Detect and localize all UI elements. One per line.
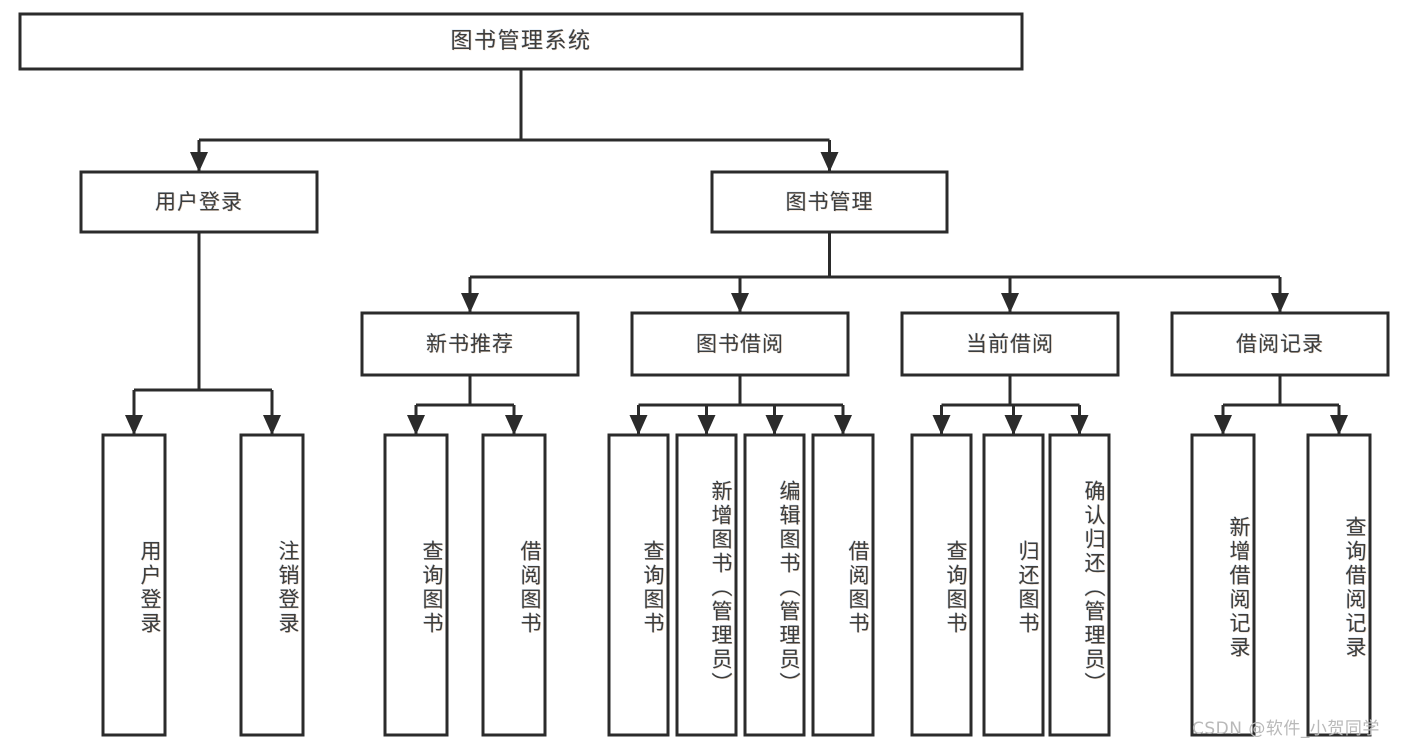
node-login[interactable] [81, 172, 317, 232]
arrow-head-leaf-bor-borrow [834, 415, 852, 435]
edges-layer [125, 69, 1348, 435]
node-records[interactable] [1172, 313, 1388, 375]
node-box-records[interactable] [1170, 311, 1390, 377]
arrow-head-login [190, 152, 208, 172]
arrow-head-leaf-cur-query [932, 415, 951, 435]
node-box-leaf-new-borrow[interactable] [481, 433, 547, 737]
node-leaf-user-logout[interactable] [241, 435, 303, 735]
node-box-leaf-bor-query[interactable] [607, 433, 670, 737]
node-leaf-bor-edit[interactable] [745, 435, 804, 735]
arrow-head-leaf-user-logout [263, 415, 281, 435]
node-leaf-rec-query[interactable] [1308, 435, 1370, 735]
node-leaf-new-borrow[interactable] [483, 435, 545, 735]
arrow-head-leaf-new-borrow [505, 415, 523, 435]
node-box-leaf-user-login[interactable] [101, 433, 167, 737]
arrow-head-borrow [731, 293, 749, 313]
node-leaf-cur-confirm[interactable] [1050, 435, 1109, 735]
node-leaf-bor-add[interactable] [677, 435, 736, 735]
node-bookmgmt[interactable] [712, 172, 947, 232]
arrow-head-current [1001, 293, 1019, 313]
node-leaf-cur-return[interactable] [984, 435, 1043, 735]
arrow-head-leaf-user-login [125, 415, 143, 435]
node-leaf-user-login[interactable] [103, 435, 165, 735]
arrow-head-newbook [461, 293, 479, 313]
node-box-login[interactable] [79, 170, 319, 234]
node-box-leaf-user-logout[interactable] [239, 433, 305, 737]
node-box-leaf-cur-return[interactable] [982, 433, 1045, 737]
node-current[interactable] [902, 313, 1118, 375]
arrow-head-leaf-rec-query [1330, 415, 1348, 435]
node-box-leaf-cur-query[interactable] [910, 433, 973, 737]
node-box-bookmgmt[interactable] [710, 170, 949, 234]
node-newbook[interactable] [362, 313, 578, 375]
node-borrow[interactable] [632, 313, 848, 375]
node-box-leaf-cur-confirm[interactable] [1048, 433, 1111, 737]
node-box-borrow[interactable] [630, 311, 850, 377]
node-leaf-new-query[interactable] [385, 435, 447, 735]
node-box-leaf-rec-query[interactable] [1306, 433, 1372, 737]
node-box-leaf-rec-add[interactable] [1190, 433, 1256, 737]
node-leaf-bor-borrow[interactable] [813, 435, 873, 735]
arrow-head-leaf-cur-return [1004, 415, 1023, 435]
node-box-leaf-bor-edit[interactable] [743, 433, 806, 737]
arrow-head-records [1271, 293, 1289, 313]
node-box-newbook[interactable] [360, 311, 580, 377]
arrow-head-leaf-new-query [407, 415, 425, 435]
arrow-head-leaf-bor-edit [765, 415, 784, 435]
node-box-leaf-bor-add[interactable] [675, 433, 738, 737]
node-root[interactable] [20, 14, 1022, 69]
arrow-head-leaf-bor-add [697, 415, 716, 435]
node-box-root[interactable] [18, 12, 1024, 71]
node-leaf-bor-query[interactable] [609, 435, 668, 735]
node-box-current[interactable] [900, 311, 1120, 377]
node-leaf-cur-query[interactable] [912, 435, 971, 735]
arrow-head-leaf-rec-add [1214, 415, 1232, 435]
node-box-leaf-new-query[interactable] [383, 433, 449, 737]
node-leaf-rec-add[interactable] [1192, 435, 1254, 735]
node-box-leaf-bor-borrow[interactable] [811, 433, 875, 737]
arrow-head-leaf-bor-query [629, 415, 648, 435]
arrow-head-bookmgmt [820, 152, 839, 172]
boxes-layer [18, 12, 1390, 737]
arrow-head-leaf-cur-confirm [1070, 415, 1089, 435]
